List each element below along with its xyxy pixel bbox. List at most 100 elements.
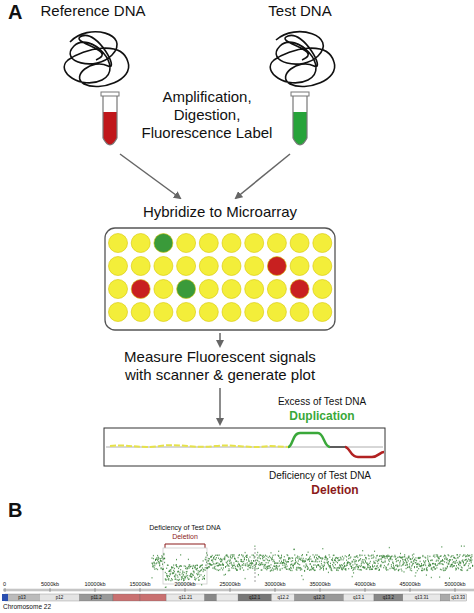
dna-scribble bbox=[270, 32, 334, 87]
array-spot bbox=[199, 234, 218, 253]
microarray-spots bbox=[109, 234, 332, 322]
array-spot bbox=[131, 280, 150, 299]
deletion-label: Deletion bbox=[155, 533, 215, 541]
panel-letter: B bbox=[8, 498, 38, 522]
array-spot bbox=[154, 234, 173, 253]
axis-tick-label: 20000kb bbox=[167, 581, 203, 588]
chromosome-band bbox=[140, 594, 166, 601]
array-spot bbox=[222, 280, 241, 299]
ruler-tick bbox=[320, 588, 321, 592]
centromere-line bbox=[255, 548, 256, 584]
flow-arrow bbox=[120, 154, 180, 198]
axis-tick-label: 50000kb bbox=[437, 581, 473, 588]
ruler-tick bbox=[275, 588, 276, 592]
array-spot bbox=[290, 257, 309, 276]
ruler-tick bbox=[140, 588, 141, 592]
band-label: q12.2 bbox=[271, 595, 295, 600]
array-spot bbox=[267, 257, 286, 276]
array-spot bbox=[131, 303, 150, 322]
chromosome-band bbox=[205, 594, 217, 601]
panel-letter: A bbox=[8, 0, 38, 24]
ruler-tick bbox=[230, 588, 231, 592]
array-spot bbox=[109, 303, 128, 322]
annotation: Deficiency of Test DNA bbox=[245, 470, 395, 482]
chromosome-band bbox=[271, 594, 294, 601]
array-spot bbox=[313, 257, 332, 276]
microarray-slide bbox=[105, 228, 335, 330]
ruler-tick bbox=[455, 588, 456, 592]
axis-tick-label: 5000kb bbox=[32, 581, 68, 588]
annotation: Deficiency of Test DNA bbox=[130, 524, 240, 532]
array-spot bbox=[154, 303, 173, 322]
plot-signal bbox=[330, 446, 345, 448]
array-spot bbox=[199, 280, 218, 299]
dna-scribble bbox=[64, 32, 128, 87]
deletion-signal bbox=[345, 447, 384, 457]
array-spot bbox=[154, 257, 173, 276]
array-spot bbox=[222, 257, 241, 276]
ruler-tick bbox=[410, 588, 411, 592]
array-spot bbox=[109, 234, 128, 253]
chromosome-band bbox=[39, 594, 79, 601]
chromosome-band bbox=[374, 594, 403, 601]
chromosome-band bbox=[343, 594, 374, 601]
ruler-tick bbox=[95, 588, 96, 592]
array-spot bbox=[177, 280, 196, 299]
array-spot bbox=[131, 257, 150, 276]
band-label: p12 bbox=[47, 595, 71, 600]
array-spot bbox=[154, 280, 173, 299]
ruler-tick bbox=[185, 588, 186, 592]
tube-rim bbox=[101, 92, 119, 96]
signal-plot-frame bbox=[104, 428, 385, 466]
band-label: q12.1 bbox=[243, 595, 267, 600]
array-spot bbox=[199, 303, 218, 322]
log-ratio-scatter bbox=[152, 545, 473, 588]
axis-tick-label: 45000kb bbox=[392, 581, 428, 588]
duplication-signal bbox=[288, 433, 330, 447]
array-spot bbox=[245, 280, 264, 299]
chromosome-band bbox=[217, 594, 239, 601]
array-spot bbox=[290, 234, 309, 253]
array-spot bbox=[109, 280, 128, 299]
array-spot bbox=[199, 257, 218, 276]
ruler-tick bbox=[50, 588, 51, 592]
array-spot bbox=[245, 303, 264, 322]
array-spot bbox=[290, 280, 309, 299]
ruler-bar bbox=[3, 588, 474, 592]
axis-tick-label: 0 bbox=[3, 581, 23, 588]
axis-tick-label: 35000kb bbox=[302, 581, 338, 588]
region-bracket bbox=[165, 544, 205, 548]
band-label: q11.21 bbox=[173, 595, 197, 600]
tube-fill bbox=[293, 112, 307, 145]
chromosome-band bbox=[80, 594, 113, 601]
array-spot bbox=[245, 257, 264, 276]
array-spot bbox=[131, 234, 150, 253]
ruler-ticks bbox=[5, 588, 455, 592]
band-label: p13 bbox=[10, 595, 34, 600]
array-spot bbox=[313, 234, 332, 253]
array-spot bbox=[109, 257, 128, 276]
array-spot bbox=[177, 257, 196, 276]
flow-arrow bbox=[219, 333, 221, 346]
normal-signal bbox=[110, 445, 288, 447]
ideogram-marker bbox=[2, 594, 8, 601]
chromosome-label: Chromosome 22 bbox=[3, 603, 103, 611]
array-spot bbox=[290, 303, 309, 322]
sample-label: Reference DNA bbox=[23, 2, 163, 20]
band-label: q12.3 bbox=[307, 595, 331, 600]
chromosome-band bbox=[295, 594, 344, 601]
axis-tick-label: 10000kb bbox=[77, 581, 113, 588]
band-label: q13.31 bbox=[410, 595, 434, 600]
ruler-line bbox=[3, 590, 474, 591]
array-spot bbox=[245, 234, 264, 253]
band-label: q13.33 bbox=[446, 595, 470, 600]
array-spot bbox=[222, 234, 241, 253]
step-label: Measure Fluorescent signals with scanner… bbox=[113, 348, 328, 384]
flow-arrow bbox=[236, 154, 290, 198]
axis-tick-label: 25000kb bbox=[212, 581, 248, 588]
chromosome-band bbox=[238, 594, 271, 601]
array-spot bbox=[313, 280, 332, 299]
band-label: p11.2 bbox=[84, 595, 108, 600]
flow-arrow bbox=[219, 388, 221, 424]
